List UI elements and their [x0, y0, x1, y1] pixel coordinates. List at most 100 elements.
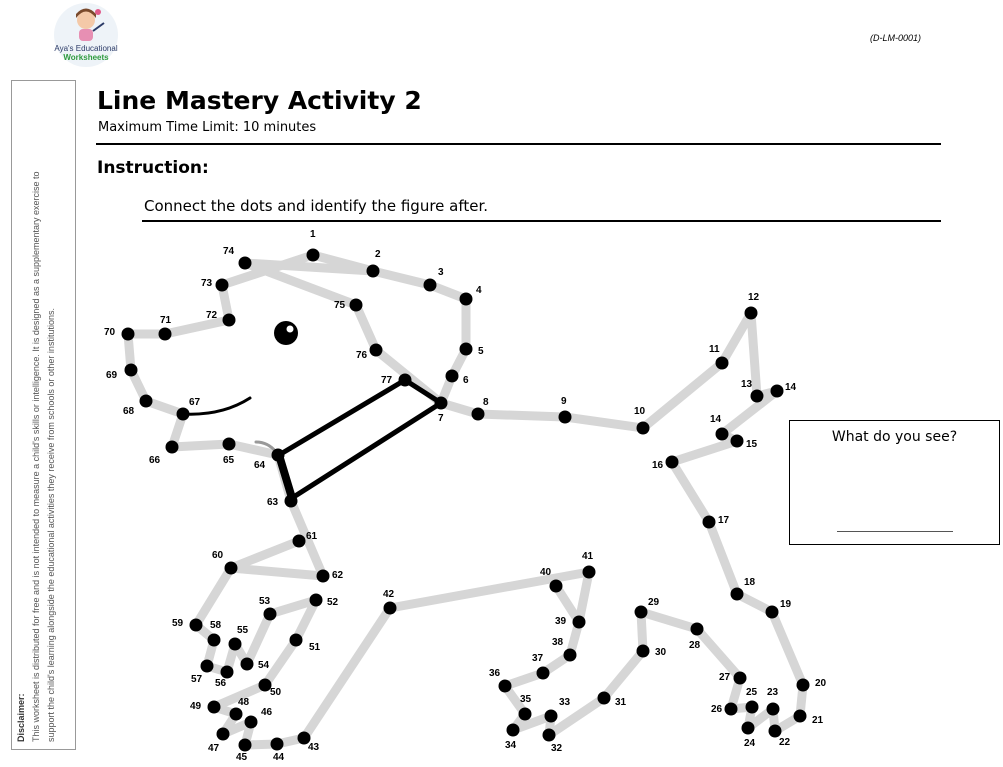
dot-label-14: 14 [785, 382, 797, 393]
dot-45[interactable] [238, 738, 252, 752]
dot-43[interactable] [297, 731, 311, 745]
logo-line1: Aya's Educational [54, 44, 118, 53]
dot-48[interactable] [229, 707, 243, 721]
dot-77[interactable] [398, 373, 412, 387]
dot-label-70: 70 [104, 327, 116, 338]
dot-1[interactable] [306, 248, 320, 262]
dot-65[interactable] [222, 437, 236, 451]
dot-40[interactable] [549, 579, 563, 593]
dot-2[interactable] [366, 264, 380, 278]
dot-label-12: 12 [748, 292, 760, 303]
dot-71[interactable] [158, 327, 172, 341]
dot-24[interactable] [741, 721, 755, 735]
dot-44[interactable] [270, 737, 284, 751]
dot-37[interactable] [536, 666, 550, 680]
dot-32[interactable] [542, 728, 556, 742]
dot-5[interactable] [459, 342, 473, 356]
dot-label-43: 43 [308, 742, 320, 753]
dot-36[interactable] [498, 679, 512, 693]
dot-10[interactable] [636, 421, 650, 435]
dot-72[interactable] [222, 313, 236, 327]
dot-label-71: 71 [160, 315, 172, 326]
dot-50[interactable] [258, 678, 272, 692]
dot-75[interactable] [349, 298, 363, 312]
dot-14[interactable] [770, 384, 784, 398]
dot-30[interactable] [636, 644, 650, 658]
dot-39[interactable] [572, 615, 586, 629]
dot-label-69: 69 [106, 370, 118, 381]
dot-64[interactable] [271, 448, 285, 462]
dot-8[interactable] [471, 407, 485, 421]
dot-62[interactable] [316, 569, 330, 583]
dot-54[interactable] [240, 657, 254, 671]
dot-label-68: 68 [123, 406, 135, 417]
dot-29[interactable] [634, 605, 648, 619]
dot-label-42: 42 [383, 589, 395, 600]
dot-26[interactable] [724, 702, 738, 716]
dot-67[interactable] [176, 407, 190, 421]
dot-22[interactable] [768, 724, 782, 738]
dot-70[interactable] [121, 327, 135, 341]
dot-9[interactable] [558, 410, 572, 424]
dot-label-19: 19 [780, 599, 792, 610]
dot-74[interactable] [238, 256, 252, 270]
dot-38[interactable] [563, 648, 577, 662]
dot-13[interactable] [750, 389, 764, 403]
guide-path-3 [123, 250, 328, 581]
collar-outline [276, 377, 444, 501]
dot-27[interactable] [733, 671, 747, 685]
dot-52[interactable] [309, 593, 323, 607]
answer-line[interactable] [837, 531, 953, 532]
dot-61[interactable] [292, 534, 306, 548]
eye-highlight [286, 325, 294, 333]
dot-21[interactable] [793, 709, 807, 723]
dot-label-67: 67 [189, 397, 201, 408]
dot-17[interactable] [702, 515, 716, 529]
dot-59[interactable] [189, 618, 203, 632]
dot-25[interactable] [745, 700, 759, 714]
dot-4[interactable] [459, 292, 473, 306]
dot-41[interactable] [582, 565, 596, 579]
dot-label-15: 15 [746, 439, 758, 450]
dot-31[interactable] [597, 691, 611, 705]
dot-label-2: 2 [375, 249, 381, 260]
dot-46[interactable] [244, 715, 258, 729]
dot-42[interactable] [383, 601, 397, 615]
dot-69[interactable] [124, 363, 138, 377]
dot-73[interactable] [215, 278, 229, 292]
dot-label-23: 23 [767, 687, 779, 698]
dot-19[interactable] [765, 605, 779, 619]
mouth-line [181, 396, 252, 416]
dot-68[interactable] [139, 394, 153, 408]
dot-28[interactable] [690, 622, 704, 636]
dot-6[interactable] [445, 369, 459, 383]
dot-57[interactable] [200, 659, 214, 673]
dot-63[interactable] [284, 494, 298, 508]
dot-3[interactable] [423, 278, 437, 292]
dot-20[interactable] [796, 678, 810, 692]
dot-15[interactable] [730, 434, 744, 448]
dot-51[interactable] [289, 633, 303, 647]
dot-7[interactable] [434, 396, 448, 410]
dot-18[interactable] [730, 587, 744, 601]
dot-58[interactable] [207, 633, 221, 647]
dot-55[interactable] [228, 637, 242, 651]
dot-34[interactable] [506, 723, 520, 737]
dot-76[interactable] [369, 343, 383, 357]
dot-label-33: 33 [559, 697, 571, 708]
dot-35[interactable] [518, 707, 532, 721]
dot-23[interactable] [766, 702, 780, 716]
dot-66[interactable] [165, 440, 179, 454]
dot-16[interactable] [665, 455, 679, 469]
dot-label-21: 21 [812, 715, 824, 726]
dot-60[interactable] [224, 561, 238, 575]
dot-47[interactable] [216, 727, 230, 741]
dot-33[interactable] [544, 709, 558, 723]
dot-53[interactable] [263, 607, 277, 621]
dot-49[interactable] [207, 700, 221, 714]
dot-11[interactable] [715, 356, 729, 370]
dot-14[interactable] [715, 427, 729, 441]
dot-56[interactable] [220, 665, 234, 679]
dot-12[interactable] [744, 306, 758, 320]
